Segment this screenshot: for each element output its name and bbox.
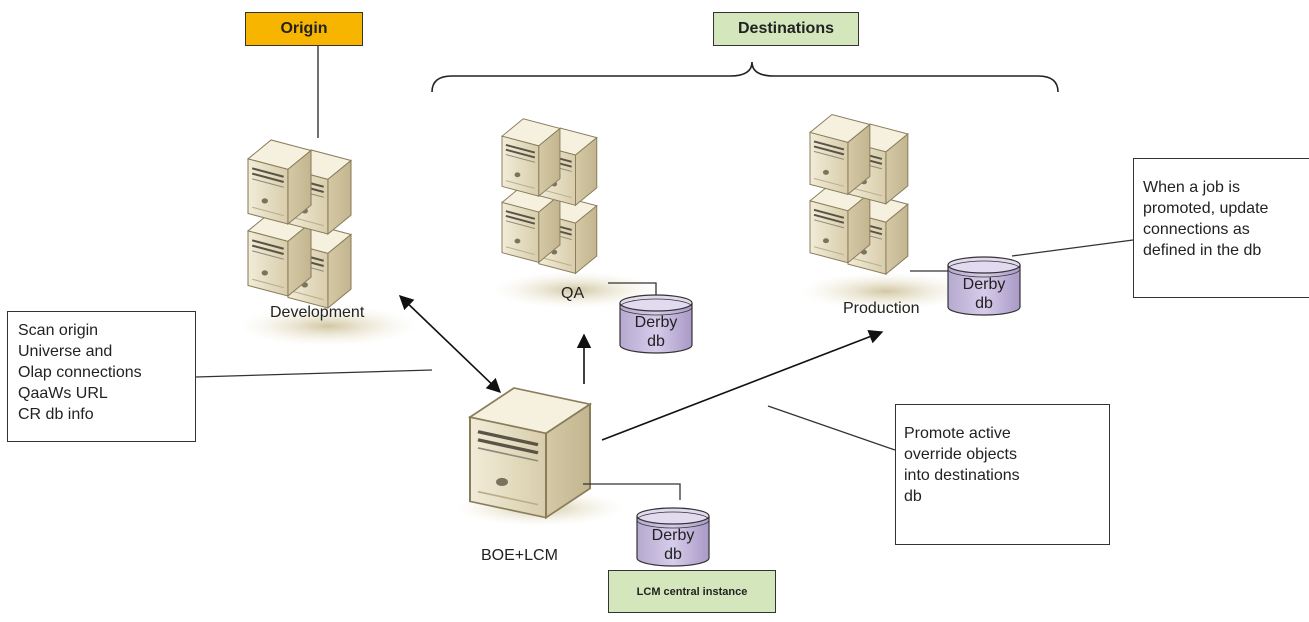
qa-label: QA (561, 285, 585, 302)
production-server-icon (801, 115, 972, 311)
qa-server-icon (493, 119, 659, 309)
destinations-tag: Destinations (713, 12, 859, 46)
boe-to-production-arrow (601, 329, 884, 441)
promote-note-line: Promote active (904, 425, 1011, 442)
scan-callout-line (195, 369, 433, 378)
boe-derby-db-icon: Derby db (636, 507, 710, 567)
boe-db-label-2: db (664, 546, 682, 563)
job-note-line: defined in the db (1143, 242, 1262, 259)
scan-origin-note: Scan origin Universe and Olap connection… (7, 311, 196, 442)
promote-override-note: Promote active override objects into des… (895, 404, 1110, 545)
promote-callout-line (767, 405, 896, 451)
boe-db-connector (583, 483, 681, 500)
lcm-central-instance-tag: LCM central instance (608, 570, 776, 613)
qa-derby-db-icon: Derby db (619, 294, 693, 354)
boe-lcm-server-icon (455, 386, 625, 526)
qa-db-connector (608, 282, 657, 298)
scan-note-line: CR db info (18, 406, 94, 423)
production-label: Production (843, 300, 920, 317)
boe-lcm-label: BOE+LCM (481, 547, 558, 564)
qa-db-label-2: db (647, 333, 665, 350)
scan-note-line: Olap connections (18, 364, 142, 381)
production-derby-db-icon: Derby db (947, 256, 1021, 316)
development-label: Development (270, 304, 365, 321)
job-note-line: When a job is (1143, 179, 1240, 196)
destinations-brace (431, 61, 1059, 93)
scan-note-line: Scan origin (18, 322, 99, 339)
origin-tag: Origin (245, 12, 363, 46)
boe-db-label-1: Derby (652, 527, 695, 544)
production-db-label-1: Derby (963, 276, 1006, 293)
job-callout-line (1011, 239, 1134, 257)
job-note-line: connections as (1143, 221, 1250, 238)
dev-boe-bidirectional-arrow (398, 295, 502, 393)
promote-note-line: db (904, 488, 922, 505)
qa-db-label-1: Derby (635, 314, 678, 331)
job-note-line: promoted, update (1143, 200, 1269, 217)
promote-note-line: override objects (904, 446, 1017, 463)
scan-note-line: QaaWs URL (18, 385, 108, 402)
promote-note-line: into destinations (904, 467, 1020, 484)
production-db-label-2: db (975, 295, 993, 312)
scan-note-line: Universe and (18, 343, 113, 360)
job-promoted-note: When a job is promoted, update connectio… (1133, 158, 1309, 298)
